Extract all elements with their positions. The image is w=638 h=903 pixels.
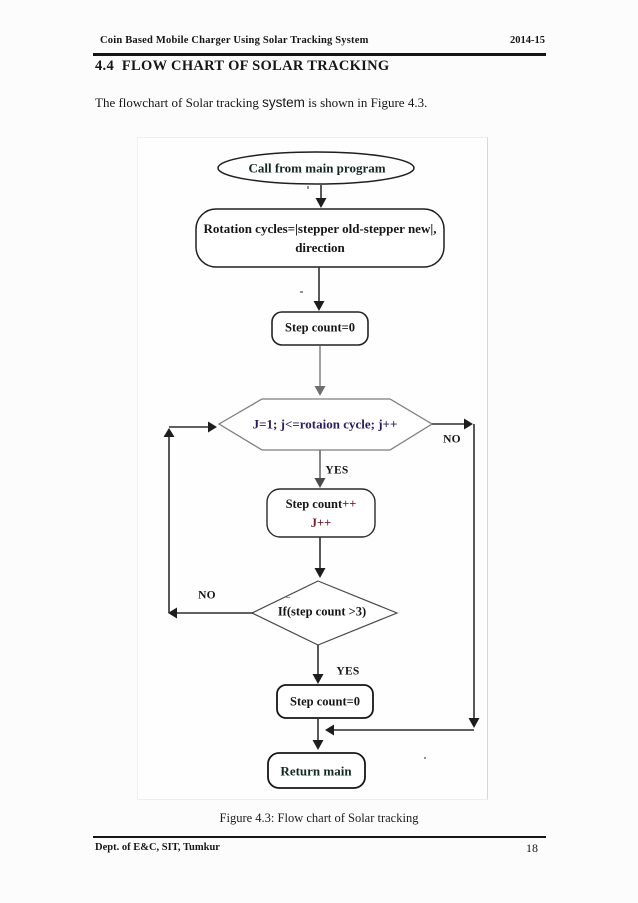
node-step-count-zero-1-label: Step count=0	[285, 320, 355, 335]
arrowhead-down-2	[313, 301, 325, 311]
arrowhead-down-6	[312, 674, 324, 684]
edge-label-decision-no: NO	[198, 589, 216, 602]
arrowhead-down-8	[468, 718, 480, 728]
node-rotation-label-line2: direction	[295, 240, 345, 255]
node-rotation-label-line1: Rotation cycles=|stepper old-stepper new…	[203, 221, 437, 236]
node-step-count-zero-2-label: Step count=0	[290, 694, 360, 709]
intro-text-emphasis: system	[262, 95, 305, 110]
edge-label-loop-no: NO	[443, 433, 461, 446]
intro-text-before: The flowchart of Solar tracking	[95, 95, 263, 110]
arrowhead-down-3	[314, 386, 326, 396]
flow-connectors	[163, 185, 480, 750]
increment-step-count-text: Step count	[285, 497, 343, 511]
arrowhead-left-2	[325, 724, 334, 736]
arrowhead-right-2	[464, 418, 473, 430]
header-year: 2014-15	[510, 35, 545, 46]
edge-label-decision-yes: YES	[336, 665, 360, 678]
node-increment-label-line2: J++	[310, 516, 332, 530]
node-start-shape	[217, 151, 415, 185]
node-increment-label: Step count++ J++	[286, 495, 357, 533]
scan-speck	[424, 757, 426, 759]
node-loop-condition-label: J=1; j<=rotaion cycle; j++	[252, 416, 398, 432]
header-title: Coin Based Mobile Charger Using Solar Tr…	[100, 35, 369, 46]
arrowhead-down-7	[312, 740, 324, 750]
edge-label-loop-yes: YES	[325, 464, 349, 477]
footer-department: Dept. of E&C, SIT, Tumkur	[95, 842, 220, 853]
arrowhead-right-1	[208, 421, 217, 433]
scan-speck	[307, 186, 309, 189]
node-step-count-zero-2-shape	[276, 684, 374, 719]
arrowhead-down-1	[315, 198, 327, 208]
arrowhead-down-4	[314, 478, 326, 488]
node-return-main-shape	[267, 752, 366, 789]
node-increment-label-line1: Step count++	[286, 495, 357, 514]
page-number: 18	[526, 841, 538, 855]
arrowhead-down-5	[314, 568, 326, 578]
scan-speck	[300, 291, 303, 293]
arrowhead-left-1	[168, 607, 177, 619]
footer-rule	[93, 836, 546, 838]
section-heading: 4.4 FLOW CHART OF SOLAR TRACKING	[95, 58, 390, 74]
node-decision-label: If(step count >3)	[277, 604, 367, 619]
increment-plus-plus: ++	[342, 497, 357, 511]
intro-paragraph: The flowchart of Solar tracking system i…	[95, 95, 427, 111]
figure-caption: Figure 4.3: Flow chart of Solar tracking	[219, 811, 419, 825]
node-rotation-shape	[195, 208, 445, 268]
node-start-label: Call from main program	[248, 160, 386, 176]
scan-speck	[286, 597, 290, 598]
node-return-main-label: Return main	[280, 763, 352, 779]
intro-text-after: is shown in Figure 4.3.	[304, 95, 428, 110]
node-rotation-label: Rotation cycles=|stepper old-stepper new…	[204, 219, 437, 257]
node-increment-shape	[266, 488, 376, 538]
header-rule	[93, 53, 546, 56]
node-step-count-zero-1-shape	[271, 311, 369, 346]
arrowhead-up-1	[163, 428, 175, 437]
